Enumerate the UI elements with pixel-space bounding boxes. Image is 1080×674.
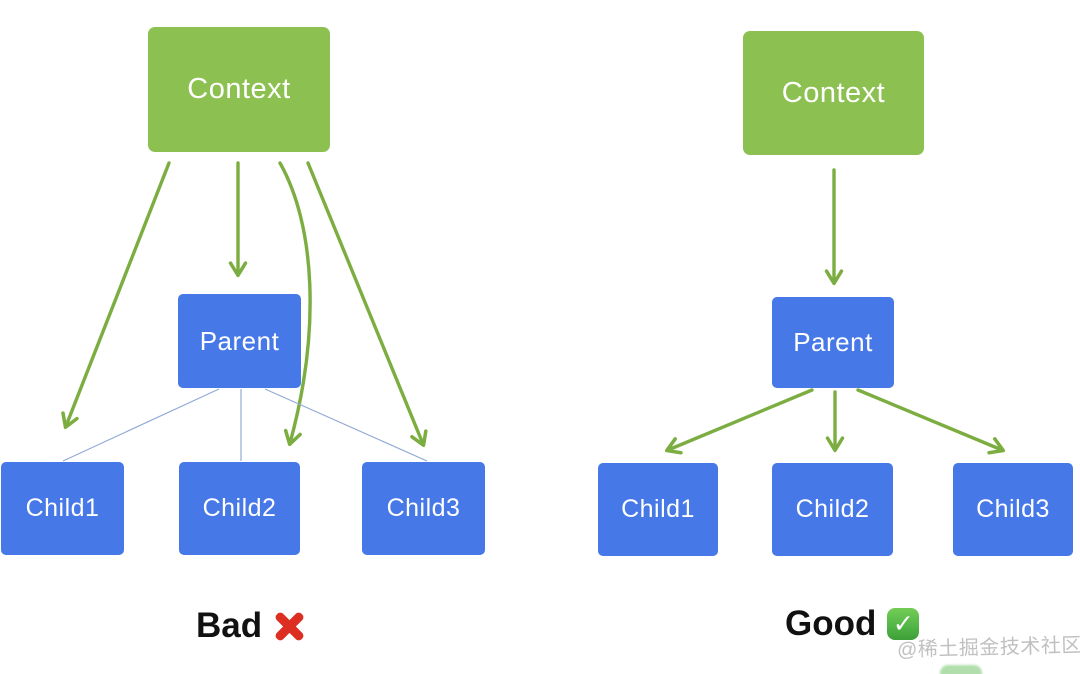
bad-child2-label: Child2	[202, 494, 277, 522]
bad-child3-label: Child3	[386, 494, 461, 522]
bad-child3-node: Child3	[362, 462, 485, 555]
good-verdict: Good ✓	[785, 604, 920, 644]
good-child1-node: Child1	[598, 463, 718, 556]
good-child3-node: Child3	[953, 463, 1073, 556]
bad-parent-to-child1-line	[62, 388, 220, 462]
watermark-text: @稀土掘金技术社区	[896, 634, 1080, 662]
good-parent-to-child1-arrow	[664, 388, 814, 455]
bad-parent-to-child3-line	[264, 388, 428, 462]
good-child3-label: Child3	[976, 495, 1050, 523]
check-glyph: ✓	[892, 609, 914, 638]
bad-child1-node: Child1	[1, 462, 124, 555]
bad-verdict: Bad	[196, 606, 306, 646]
good-context-node: Context	[743, 31, 924, 155]
good-parent-node: Parent	[772, 297, 894, 388]
watermark-partial-check-icon	[940, 665, 982, 674]
bad-parent-node: Parent	[178, 294, 301, 388]
good-context-label: Context	[781, 76, 886, 109]
bad-context-to-child2-curved-arrow	[278, 161, 312, 447]
good-parent-label: Parent	[793, 327, 873, 357]
bad-context-to-child3-arrow	[306, 161, 428, 448]
good-child1-label: Child1	[621, 495, 695, 523]
bad-context-to-child1-arrow	[61, 161, 171, 430]
good-parent-to-child3-arrow	[856, 388, 1006, 455]
good-child2-label: Child2	[795, 495, 870, 523]
bad-parent-label: Parent	[199, 325, 280, 356]
bad-child2-node: Child2	[179, 462, 300, 555]
check-mark-icon: ✓	[887, 608, 920, 640]
bad-child1-label: Child1	[25, 494, 100, 522]
bad-verdict-label: Bad	[196, 606, 263, 645]
good-child2-node: Child2	[772, 463, 893, 556]
good-verdict-label: Good	[785, 604, 877, 643]
bad-context-label: Context	[187, 73, 291, 105]
bad-context-node: Context	[148, 27, 330, 152]
cross-mark-icon	[273, 610, 306, 643]
